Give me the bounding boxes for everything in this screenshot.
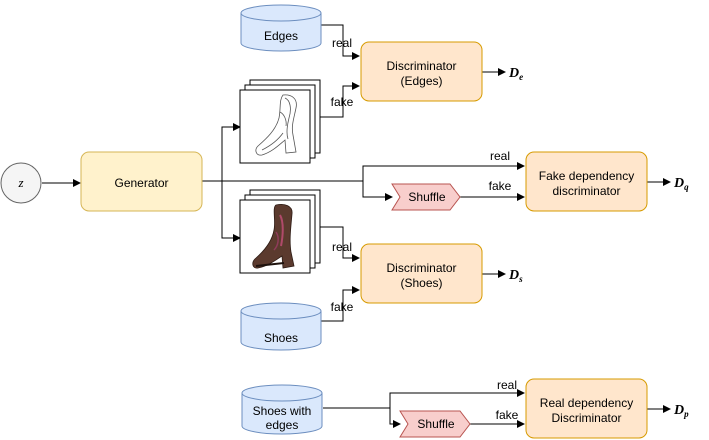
edge-generator-shuffle: [362, 181, 393, 201]
disc-shoes-label-1: Discriminator: [386, 261, 456, 275]
label-fake-dep-fake: fake: [489, 179, 512, 193]
z-label: z: [17, 175, 23, 190]
label-fake-dep-real: real: [490, 149, 510, 163]
shuffle-bottom-node: Shuffle: [399, 410, 471, 438]
disc-edges-label-1: Discriminator: [386, 59, 456, 73]
edge-shoeimage-disc-real: [320, 226, 360, 262]
generated-shoe-images: [239, 189, 321, 274]
generated-edge-images: [239, 79, 321, 164]
edge-shoesedges-real-dep-real: [323, 389, 525, 409]
generator-label: Generator: [114, 176, 168, 190]
edges-db-label: Edges: [264, 29, 298, 43]
connectors: [42, 24, 671, 428]
label-edges-fake: fake: [331, 95, 354, 109]
discriminator-edges-node: Discriminator (Edges): [360, 41, 483, 102]
real-dependency-discriminator-node: Real dependency Discriminator: [525, 378, 648, 439]
output-d-q: Dq: [673, 176, 689, 192]
generated-boot-image: [252, 204, 295, 269]
real-dep-label-1: Real dependency: [540, 396, 633, 410]
label-shoes-real: real: [332, 240, 352, 254]
svg-text:Dp: Dp: [673, 403, 689, 419]
svg-text:De: De: [508, 66, 523, 82]
shuffle-top-node: Shuffle: [391, 183, 461, 211]
real-dep-label-2: Discriminator: [551, 411, 621, 425]
output-d-s: Ds: [508, 268, 523, 284]
discriminator-shoes-node: Discriminator (Shoes): [360, 243, 483, 304]
z-node: z: [0, 162, 42, 204]
label-edges-real: real: [332, 36, 352, 50]
label-shoes-fake: fake: [331, 300, 354, 314]
shoes-edges-db-label-1: Shoes with: [253, 404, 312, 418]
edge-generator-shoe-image: [221, 181, 241, 242]
edge-shoesedges-shuffle: [389, 408, 401, 428]
shoes-edges-db-label-2: edges: [266, 418, 299, 432]
edge-shoes-disc-fake: [321, 286, 360, 322]
label-real-dep-fake: fake: [496, 408, 519, 422]
shuffle-bottom-label: Shuffle: [417, 417, 454, 431]
edge-generator-fake-dep-real: [202, 162, 525, 182]
shoes-db-label: Shoes: [264, 331, 298, 345]
fake-dep-label-1: Fake dependency: [539, 169, 634, 183]
edge-edgeimage-disc-fake: [320, 82, 360, 118]
fake-dep-label-2: discriminator: [552, 184, 620, 198]
edge-sketch-shoe-image: [255, 94, 297, 156]
shoes-database: Shoes: [240, 302, 322, 351]
edges-database: Edges: [240, 4, 322, 52]
edge-generator-edge-image: [202, 123, 241, 182]
edge-edges-disc-real: [321, 24, 360, 60]
output-d-e: De: [508, 66, 523, 82]
fake-dependency-discriminator-node: Fake dependency discriminator: [525, 151, 648, 212]
shuffle-top-label: Shuffle: [408, 190, 445, 204]
shoes-with-edges-database: Shoes with edges: [241, 384, 323, 435]
label-real-dep-real: real: [497, 378, 517, 392]
svg-text:Dq: Dq: [673, 176, 689, 192]
edge-labels: real fake real fake real fake real fake: [331, 36, 519, 422]
generator-node: Generator: [80, 151, 203, 212]
output-d-p: Dp: [673, 403, 689, 419]
disc-edges-label-2: (Edges): [400, 74, 442, 88]
disc-shoes-label-2: (Shoes): [400, 276, 442, 290]
svg-text:Ds: Ds: [508, 268, 523, 284]
